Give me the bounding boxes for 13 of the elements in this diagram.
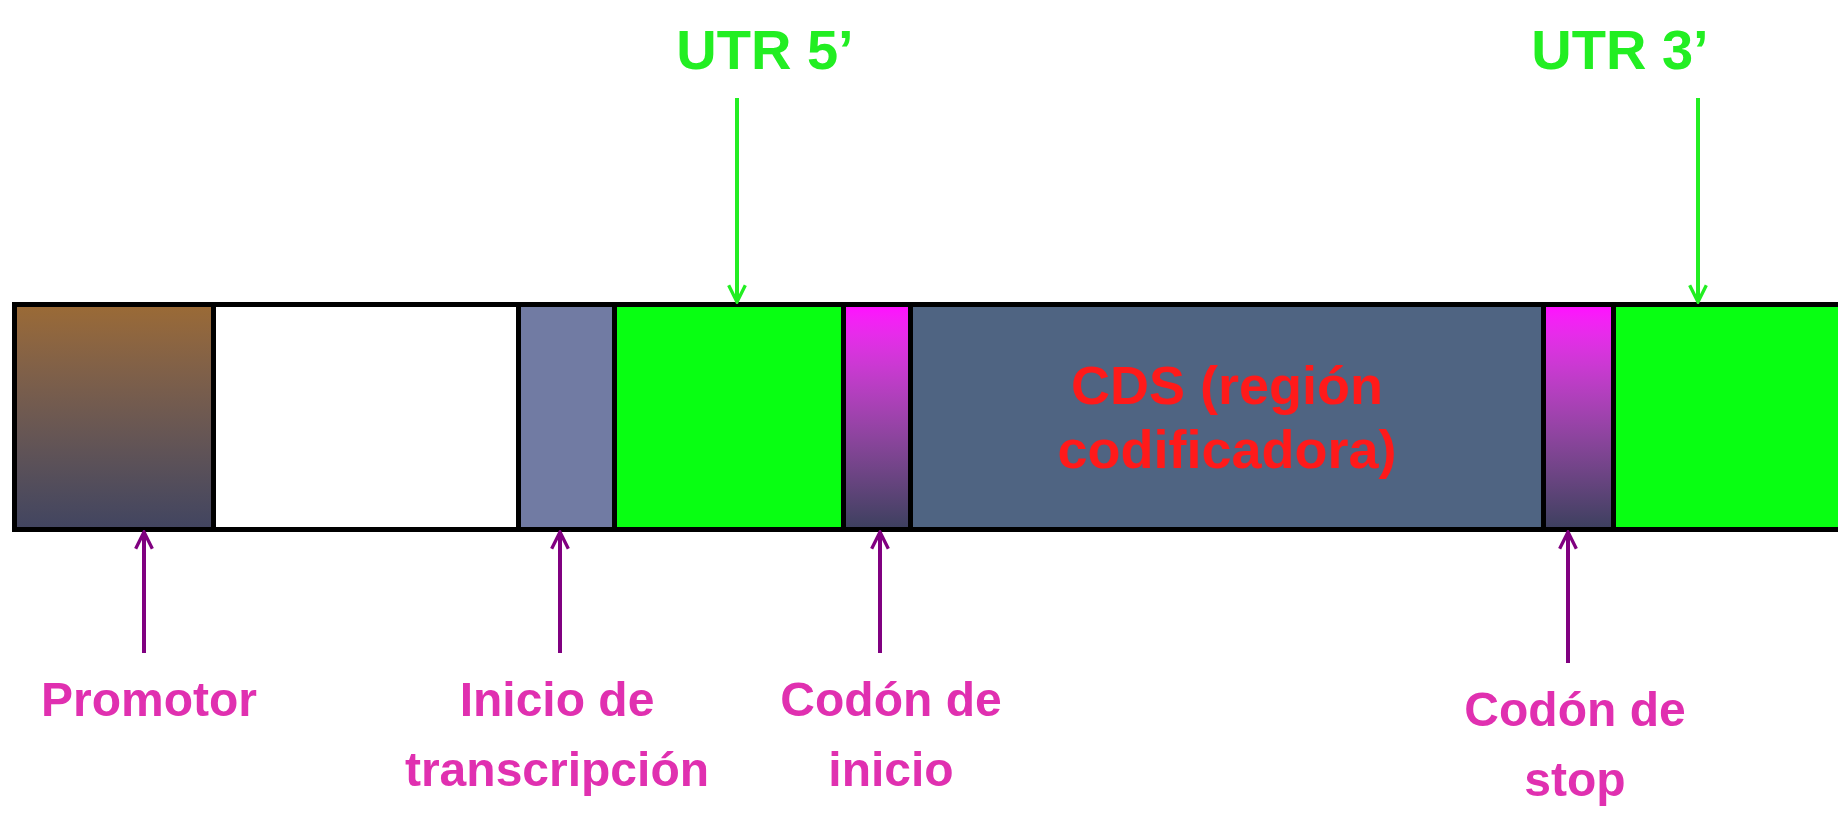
utr-label: UTR 5’ bbox=[676, 18, 854, 81]
arrow bbox=[727, 98, 747, 304]
stop-codon-label: Codón de stop bbox=[1464, 683, 1686, 806]
utr-label: UTR 3’ bbox=[1531, 18, 1709, 81]
start-codon-label: Codón de inicio bbox=[780, 673, 1002, 796]
arrow bbox=[134, 530, 154, 653]
arrow bbox=[1558, 530, 1578, 663]
transcription-start-label: Inicio de transcripción bbox=[404, 673, 710, 796]
arrow bbox=[1688, 98, 1708, 304]
arrow bbox=[550, 530, 570, 653]
promoter-label: Promotor bbox=[41, 673, 257, 726]
segment-label: CDS (región codificadora) bbox=[1056, 354, 1398, 481]
arrow bbox=[870, 530, 890, 653]
